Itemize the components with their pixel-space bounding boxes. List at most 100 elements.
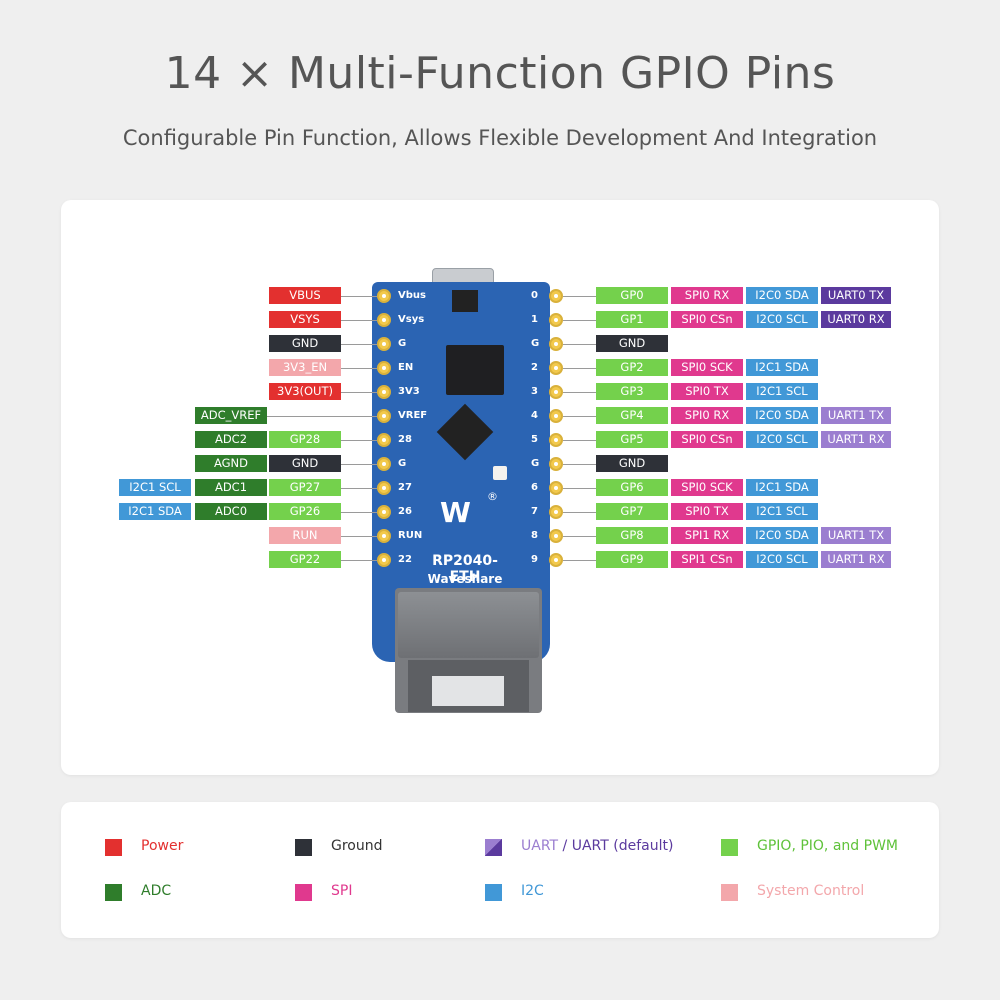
right-pin-leader-line	[563, 536, 596, 537]
right-pin-tag-spi0-csn: SPI0 CSn	[671, 431, 743, 448]
right-pin-tag-uart1-tx: UART1 TX	[821, 407, 891, 424]
left-pin-leader-line	[341, 320, 377, 321]
right-pin-leader-line	[563, 440, 596, 441]
legend-adc-label: ADC	[141, 883, 172, 899]
left-pin-pad	[377, 553, 391, 567]
left-pin-silk-label: RUN	[398, 530, 423, 541]
legend-system-control-swatch	[721, 884, 738, 901]
right-pin-leader-line	[563, 320, 596, 321]
left-pin-tag-adc0: ADC0	[195, 503, 267, 520]
right-pin-leader-line	[563, 560, 596, 561]
right-pin-tag-spi0-csn: SPI0 CSn	[671, 311, 743, 328]
left-pin-tag-3v3-out: 3V3(OUT)	[269, 383, 341, 400]
left-pin-pad	[377, 385, 391, 399]
right-pin-tag-gp1: GP1	[596, 311, 668, 328]
legend-uart-separator: /	[558, 838, 572, 854]
right-pin-pad	[549, 409, 563, 423]
right-pin-pad	[549, 313, 563, 327]
right-pin-pad	[549, 289, 563, 303]
right-pin-tag-spi1-rx: SPI1 RX	[671, 527, 743, 544]
left-pin-tag-i2c1-scl: I2C1 SCL	[119, 479, 191, 496]
right-pin-silk-label: 7	[531, 506, 538, 517]
left-pin-pad	[377, 529, 391, 543]
page-title: 14 × Multi-Function GPIO Pins	[164, 48, 836, 99]
right-pin-tag-i2c0-scl: I2C0 SCL	[746, 431, 818, 448]
left-pin-leader-line	[341, 368, 377, 369]
right-pin-leader-line	[563, 488, 596, 489]
left-pin-pad	[377, 505, 391, 519]
left-pin-tag-gnd: GND	[269, 455, 341, 472]
legend-power-label: Power	[141, 838, 184, 854]
right-pin-tag-i2c0-sda: I2C0 SDA	[746, 287, 818, 304]
right-pin-tag-uart1-tx: UART1 TX	[821, 527, 891, 544]
flash-chip	[446, 345, 504, 395]
right-pin-silk-label: G	[531, 458, 540, 469]
right-pin-pad	[549, 457, 563, 471]
board-name: RP2040-ETH	[432, 553, 498, 585]
right-pin-silk-label: 0	[531, 290, 538, 301]
right-pin-leader-line	[563, 392, 596, 393]
legend-gpio-swatch	[721, 839, 738, 856]
legend-adc-swatch	[105, 884, 122, 901]
right-pin-leader-line	[563, 512, 596, 513]
led-component	[493, 466, 507, 480]
left-pin-pad	[377, 289, 391, 303]
left-pin-silk-label: EN	[398, 362, 414, 373]
right-pin-pad	[549, 505, 563, 519]
right-pin-leader-line	[563, 368, 596, 369]
left-pin-silk-label: 27	[398, 482, 412, 493]
right-pin-tag-gp5: GP5	[596, 431, 668, 448]
left-pin-pad	[377, 433, 391, 447]
right-pin-silk-label: G	[531, 338, 540, 349]
right-pin-tag-gp0: GP0	[596, 287, 668, 304]
left-pin-leader-line	[341, 392, 377, 393]
left-pin-tag-agnd: AGND	[195, 455, 267, 472]
legend-uart-swatch	[485, 839, 502, 856]
left-pin-leader-line	[341, 344, 377, 345]
right-pin-tag-spi0-rx: SPI0 RX	[671, 287, 743, 304]
right-pin-pad	[549, 385, 563, 399]
left-pin-tag-vsys: VSYS	[269, 311, 341, 328]
right-pin-tag-i2c0-scl: I2C0 SCL	[746, 311, 818, 328]
right-pin-pad	[549, 529, 563, 543]
left-pin-tag-adc1: ADC1	[195, 479, 267, 496]
left-pin-leader-line	[341, 536, 377, 537]
right-pin-tag-spi0-sck: SPI0 SCK	[671, 479, 743, 496]
left-pin-tag-gp27: GP27	[269, 479, 341, 496]
waveshare-logo: W	[440, 496, 471, 529]
legend-i2c-label: I2C	[521, 883, 544, 899]
right-pin-tag-i2c1-sda: I2C1 SDA	[746, 479, 818, 496]
right-pin-tag-gnd: GND	[596, 335, 668, 352]
right-pin-silk-label: 8	[531, 530, 538, 541]
right-pin-tag-uart0-tx: UART0 TX	[821, 287, 891, 304]
right-pin-silk-label: 6	[531, 482, 538, 493]
left-pin-leader-line	[341, 560, 377, 561]
right-pin-pad	[549, 481, 563, 495]
legend-gpio-label: GPIO, PIO, and PWM	[757, 838, 898, 854]
left-pin-tag-vbus: VBUS	[269, 287, 341, 304]
left-pin-tag-gp22: GP22	[269, 551, 341, 568]
legend-panel	[61, 802, 939, 938]
legend-spi-label: SPI	[331, 883, 353, 899]
left-pin-pad	[377, 409, 391, 423]
right-pin-tag-gp6: GP6	[596, 479, 668, 496]
right-pin-tag-spi0-tx: SPI0 TX	[671, 503, 743, 520]
right-pin-pad	[549, 361, 563, 375]
left-pin-tag-i2c1-sda: I2C1 SDA	[119, 503, 191, 520]
legend-ground-swatch	[295, 839, 312, 856]
right-pin-tag-i2c0-sda: I2C0 SDA	[746, 407, 818, 424]
left-pin-leader-line	[341, 440, 377, 441]
left-pin-silk-label: 3V3	[398, 386, 420, 397]
legend-spi-swatch	[295, 884, 312, 901]
right-pin-tag-i2c1-scl: I2C1 SCL	[746, 503, 818, 520]
right-pin-leader-line	[563, 296, 596, 297]
right-pin-pad	[549, 433, 563, 447]
left-pin-silk-label: Vsys	[398, 314, 425, 325]
page-subtitle: Configurable Pin Function, Allows Flexib…	[122, 126, 878, 150]
right-pin-tag-i2c1-scl: I2C1 SCL	[746, 383, 818, 400]
right-pin-tag-i2c1-sda: I2C1 SDA	[746, 359, 818, 376]
legend-system-control-label: System Control	[757, 883, 865, 899]
right-pin-tag-gp3: GP3	[596, 383, 668, 400]
left-pin-pad	[377, 457, 391, 471]
left-pin-leader-line	[341, 464, 377, 465]
